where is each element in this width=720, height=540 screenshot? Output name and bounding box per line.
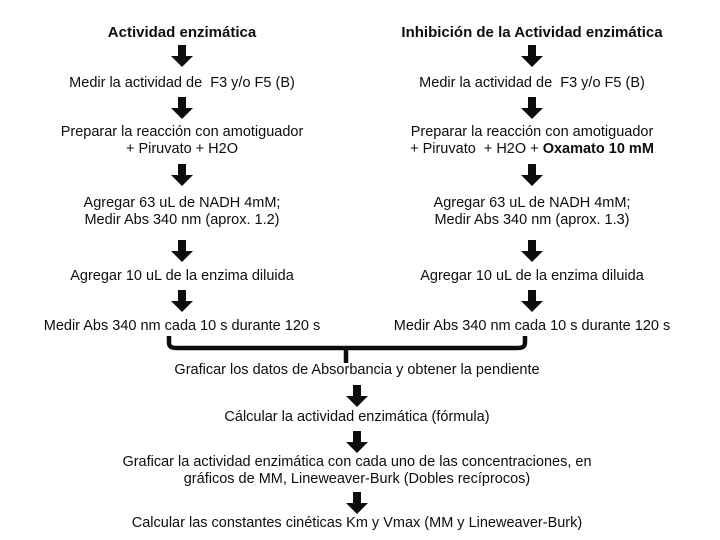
step-text: Agregar 63 uL de NADH 4mM; bbox=[83, 195, 281, 211]
step-text: Graficar la actividad enzimática con cad… bbox=[122, 454, 592, 470]
step-text: Agregar 63 uL de NADH 4mM; bbox=[433, 195, 631, 211]
down-arrow-icon bbox=[346, 431, 368, 453]
step-text: Medir la actividad de F3 y/o F5 (B) bbox=[419, 75, 645, 91]
step-text: Medir Abs 340 nm cada 10 s durante 120 s bbox=[43, 318, 321, 334]
step-text: Medir Abs 340 nm (aprox. 1.2) bbox=[84, 212, 280, 228]
left-step-preparar-reaccion: Preparar la reacción con amotiguador + P… bbox=[61, 124, 304, 158]
merge-bracket bbox=[166, 336, 528, 363]
down-arrow-icon bbox=[346, 385, 368, 407]
right-step-preparar-reaccion: Preparar la reacción con amotiguador + P… bbox=[410, 124, 654, 158]
right-step-agregar-enzima: Agregar 10 uL de la enzima diluida bbox=[420, 268, 644, 285]
left-step-medir-abs: Medir Abs 340 nm cada 10 s durante 120 s bbox=[44, 318, 320, 335]
down-arrow-icon bbox=[171, 290, 193, 312]
left-step-medir-actividad: Medir la actividad de F3 y/o F5 (B) bbox=[69, 75, 295, 92]
step-text: + Piruvato + H2O + Oxamato 10 mM bbox=[410, 141, 654, 158]
step-text: Preparar la reacción con amotiguador bbox=[60, 124, 304, 140]
left-branch: Actividad enzimática Medir la actividad … bbox=[12, 0, 352, 335]
merged-step-graficar-datos: Graficar los datos de Absorbancia y obte… bbox=[174, 362, 539, 379]
left-step-agregar-enzima: Agregar 10 uL de la enzima diluida bbox=[70, 268, 294, 285]
step-text-prefix: + Piruvato + H2O + bbox=[410, 141, 543, 157]
step-text: Medir Abs 340 nm cada 10 s durante 120 s bbox=[393, 318, 671, 334]
step-text: Calcular las constantes cinéticas Km y V… bbox=[131, 515, 583, 531]
step-text: Agregar 10 uL de la enzima diluida bbox=[420, 268, 644, 284]
step-text: gráficos de MM, Lineweaver-Burk (Dobles … bbox=[183, 471, 531, 487]
down-arrow-icon bbox=[171, 164, 193, 186]
step-text: Agregar 10 uL de la enzima diluida bbox=[70, 268, 294, 284]
down-arrow-icon bbox=[171, 240, 193, 262]
step-text: + Piruvato + H2O bbox=[125, 141, 238, 157]
merged-step-calcular-formula: Cálcular la actividad enzimática (fórmul… bbox=[224, 409, 489, 426]
step-text: Preparar la reacción con amotiguador bbox=[410, 124, 654, 140]
step-text: Medir la actividad de F3 y/o F5 (B) bbox=[69, 75, 295, 91]
down-arrow-icon bbox=[521, 290, 543, 312]
step-text: Graficar los datos de Absorbancia y obte… bbox=[174, 362, 540, 378]
left-branch-title: Actividad enzimática bbox=[107, 24, 257, 41]
right-branch-title: Inhibición de la Actividad enzimática bbox=[401, 24, 663, 41]
down-arrow-icon bbox=[521, 97, 543, 119]
down-arrow-icon bbox=[171, 45, 193, 67]
step-text: Medir Abs 340 nm (aprox. 1.3) bbox=[434, 212, 630, 228]
right-step-medir-actividad: Medir la actividad de F3 y/o F5 (B) bbox=[419, 75, 645, 92]
left-step-agregar-nadh: Agregar 63 uL de NADH 4mM; Medir Abs 340… bbox=[84, 195, 281, 229]
step-text-bold-oxamato: Oxamato 10 mM bbox=[542, 141, 654, 157]
right-step-agregar-nadh: Agregar 63 uL de NADH 4mM; Medir Abs 340… bbox=[434, 195, 631, 229]
down-arrow-icon bbox=[521, 45, 543, 67]
down-arrow-icon bbox=[521, 240, 543, 262]
right-branch: Inhibición de la Actividad enzimática Me… bbox=[364, 0, 700, 335]
down-arrow-icon bbox=[171, 97, 193, 119]
merged-step-calcular-constantes: Calcular las constantes cinéticas Km y V… bbox=[132, 515, 582, 532]
down-arrow-icon bbox=[346, 492, 368, 514]
step-text: Cálcular la actividad enzimática (fórmul… bbox=[224, 409, 490, 425]
right-step-medir-abs: Medir Abs 340 nm cada 10 s durante 120 s bbox=[394, 318, 670, 335]
down-arrow-icon bbox=[521, 164, 543, 186]
merged-step-graficar-actividad: Graficar la actividad enzimática con cad… bbox=[122, 454, 591, 488]
merged-branch: Graficar los datos de Absorbancia y obte… bbox=[0, 362, 714, 532]
